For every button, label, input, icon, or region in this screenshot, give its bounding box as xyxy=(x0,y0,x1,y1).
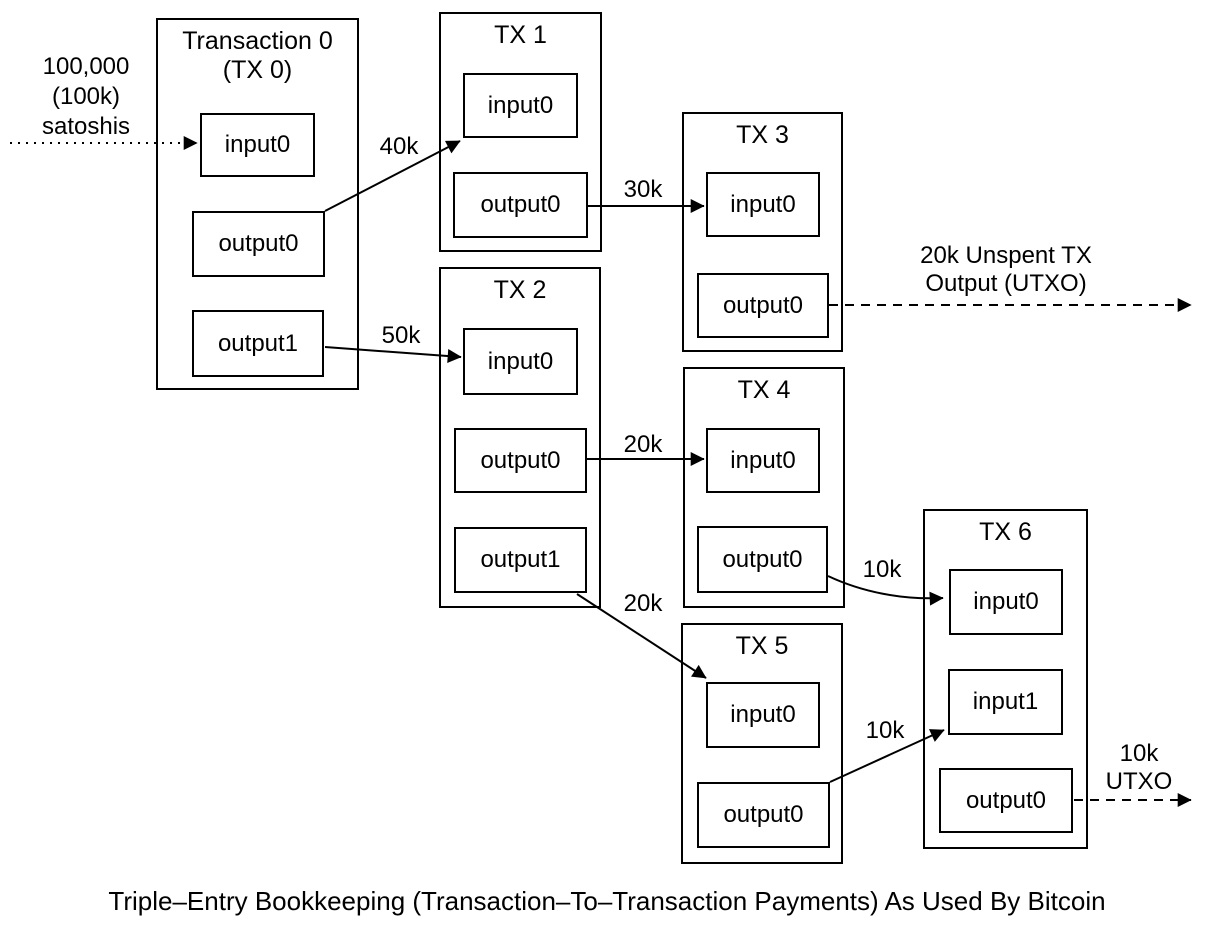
flow-label-20k-tx4: 20k xyxy=(623,431,663,458)
tx2-box: TX 2 input0 output0 output1 xyxy=(439,267,601,608)
tx2-slot-output0: output0 xyxy=(454,428,587,493)
tx6-slot-input1: input1 xyxy=(948,669,1063,735)
tx1-title: TX 1 xyxy=(494,21,547,49)
flow-label-20k-tx5: 20k xyxy=(623,590,663,617)
tx0-box: Transaction 0 (TX 0) input0 output0 outp… xyxy=(156,18,359,390)
flow-label-10k-a: 10k xyxy=(862,556,902,583)
tx2-slot-output1: output1 xyxy=(454,527,587,593)
tx1-box: TX 1 input0 output0 xyxy=(439,12,602,252)
tx3-box: TX 3 input0 output0 xyxy=(682,112,843,352)
flow-label-20k-utxo: 20k Unspent TX Output (UTXO) xyxy=(920,242,1092,297)
tx5-title: TX 5 xyxy=(735,632,789,660)
tx6-title: TX 6 xyxy=(979,518,1032,546)
tx2-title: TX 2 xyxy=(493,276,547,304)
flow-label-30k: 30k xyxy=(623,176,663,203)
tx0-slot-output1: output1 xyxy=(192,310,324,377)
flow-label-10k-utxo: 10k UTXO xyxy=(1105,740,1173,795)
tx0-title: Transaction 0 (TX 0) xyxy=(182,27,333,84)
tx4-slot-input0: input0 xyxy=(706,428,820,493)
tx6-box: TX 6 input0 input1 output0 xyxy=(923,509,1088,849)
tx1-slot-input0: input0 xyxy=(463,73,578,138)
tx4-box: TX 4 input0 output0 xyxy=(683,367,845,608)
tx5-slot-output0: output0 xyxy=(697,782,830,848)
tx2-slot-input0: input0 xyxy=(463,328,578,395)
tx5-box: TX 5 input0 output0 xyxy=(681,623,843,864)
tx6-slot-input0: input0 xyxy=(949,569,1063,635)
diagram-caption: Triple–Entry Bookkeeping (Transaction–To… xyxy=(108,886,1106,916)
tx0-slot-output0: output0 xyxy=(192,211,325,277)
tx6-slot-output0: output0 xyxy=(939,768,1073,833)
tx3-title: TX 3 xyxy=(736,121,789,149)
flow-label-coinbase: 100,000 (100k) satoshis xyxy=(41,53,131,140)
tx3-slot-input0: input0 xyxy=(706,172,820,237)
tx0-slot-input0: input0 xyxy=(200,113,315,177)
tx5-slot-input0: input0 xyxy=(706,682,820,748)
flow-label-10k-b: 10k xyxy=(865,717,905,744)
tx3-slot-output0: output0 xyxy=(697,273,829,338)
tx4-slot-output0: output0 xyxy=(697,526,828,593)
flow-label-50k: 50k xyxy=(381,322,421,349)
tx4-title: TX 4 xyxy=(737,376,791,404)
tx1-slot-output0: output0 xyxy=(453,172,588,238)
flow-label-40k: 40k xyxy=(379,133,419,160)
